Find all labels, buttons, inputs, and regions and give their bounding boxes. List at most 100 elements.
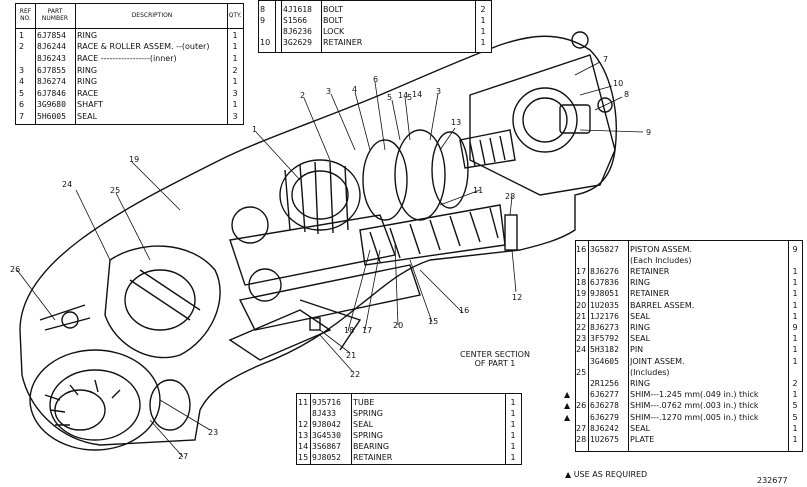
qty-cell [788, 367, 802, 378]
part-number-cell: 5H6005 [37, 111, 66, 121]
description-cell: BOLT [323, 15, 343, 25]
qty-cell: 2 [232, 65, 238, 75]
ref-cell [576, 378, 588, 389]
callout-21: 21 [346, 351, 356, 360]
part-number-cell: 8J6243 [37, 53, 66, 63]
ref-cell: 1 [19, 30, 25, 40]
ref-cell: 17 [576, 266, 587, 276]
part-number-cell: 2R1256 [590, 378, 619, 388]
callout-25: 25 [110, 186, 120, 195]
ref-cell: 19 [576, 289, 587, 299]
description-cell: LOCK [323, 26, 345, 36]
required-marker [564, 289, 574, 300]
callout-15: 15 [428, 317, 438, 326]
part-number-cell: 6J6277 [590, 390, 619, 400]
description-cell: SEAL [630, 334, 651, 344]
description-cell: RING [630, 278, 651, 288]
callout-3: 3 [326, 87, 331, 96]
piston-assembly [229, 214, 396, 286]
part-number-cell [590, 367, 628, 378]
qty-cell: 5 [792, 412, 798, 422]
ref-cell: 20 [576, 300, 587, 310]
qty-cell: 1 [510, 397, 516, 407]
qty-cell [788, 255, 802, 266]
part-number-cell: 6J6279 [590, 412, 619, 422]
description-cell: BARREL ASSEM. [630, 300, 695, 310]
callout-18: 18 [344, 326, 354, 335]
part-number-cell: 9J8052 [312, 452, 341, 462]
required-marker [564, 356, 574, 367]
callout-28: 28 [505, 192, 515, 201]
ref-cell: 24 [576, 345, 587, 355]
description-cell: RETAINER [630, 266, 670, 276]
section-caption: CENTER SECTION OF PART 1 [440, 350, 550, 369]
part-number-cell: 9J8042 [312, 419, 341, 429]
qty-cell: 2 [792, 378, 798, 388]
part-number-cell: 1U2675 [590, 434, 619, 444]
output-shaft [29, 349, 161, 451]
callout-5: 5 [387, 93, 392, 102]
description-cell: RING [77, 65, 98, 75]
callout-27: 27 [178, 452, 188, 461]
ref-cell: 25 [576, 367, 587, 377]
table-row: (Each Includes) [576, 255, 802, 266]
retainer-ring [512, 87, 578, 153]
figure-number: 232677 [757, 476, 788, 485]
ref-cell: 6 [19, 100, 25, 110]
required-marker: ▲ [564, 390, 571, 400]
header-description: DESCRIPTION [131, 11, 173, 19]
description-cell: (Includes) [630, 367, 670, 377]
description-cell: PLATE [630, 434, 655, 444]
required-marker [564, 300, 574, 311]
description-cell: RETAINER [353, 452, 393, 462]
part-number-cell: 6J7846 [37, 88, 66, 98]
parts-table-top-left: REF NO. PART NUMBER DESCRIPTION QTY. 1 6J… [15, 3, 244, 125]
ref-cell: 8 [260, 4, 266, 14]
required-marker: ▲ [564, 412, 571, 422]
required-marker [564, 311, 574, 322]
qty-cell: 1 [510, 441, 516, 451]
qty-cell: 1 [510, 419, 516, 429]
table-header: REF NO. PART NUMBER DESCRIPTION QTY. [16, 4, 243, 27]
footnote: ▲ USE AS REQUIRED [565, 470, 648, 479]
callout-20: 20 [393, 321, 403, 330]
part-number-cell: 9J8051 [590, 289, 619, 299]
ref-cell: 9 [260, 15, 266, 25]
part-number-cell: 3F5792 [590, 334, 619, 344]
part-number-cell: 1U2035 [590, 300, 619, 310]
qty-cell: 3 [232, 88, 238, 98]
ref-cell: 13 [298, 430, 309, 440]
description-cell: RACE & ROLLER ASSEM. --(outer) [77, 42, 210, 52]
required-marker [564, 434, 574, 445]
qty-cell: 3 [232, 111, 238, 121]
ref-cell: 12 [298, 419, 309, 429]
required-marker [564, 378, 574, 389]
ref-cell: 5 [19, 88, 25, 98]
part-number-cell: 8J433 [312, 408, 337, 418]
qty-cell: 1 [480, 15, 486, 25]
caption-line-2: OF PART 1 [474, 358, 516, 368]
qty-cell: 1 [480, 37, 486, 47]
required-marker: ▲ [564, 401, 571, 411]
description-cell: SPRING [353, 408, 384, 418]
callout-12: 12 [512, 293, 522, 302]
header-ref: REF NO. [19, 7, 32, 22]
callout-6: 6 [373, 75, 378, 84]
description-cell: SHIM---.0762 mm(.003 in.) thick [630, 401, 759, 411]
callout-5b: 5 [407, 93, 412, 102]
callout-26: 26 [10, 265, 20, 274]
callout-8: 8 [624, 90, 629, 99]
qty-cell: 9 [792, 244, 798, 254]
ref-cell: 2 [19, 42, 25, 52]
description-cell: BOLT [323, 4, 343, 14]
ref-cell: 3 [19, 65, 25, 75]
ref-cell: 14 [298, 441, 309, 451]
